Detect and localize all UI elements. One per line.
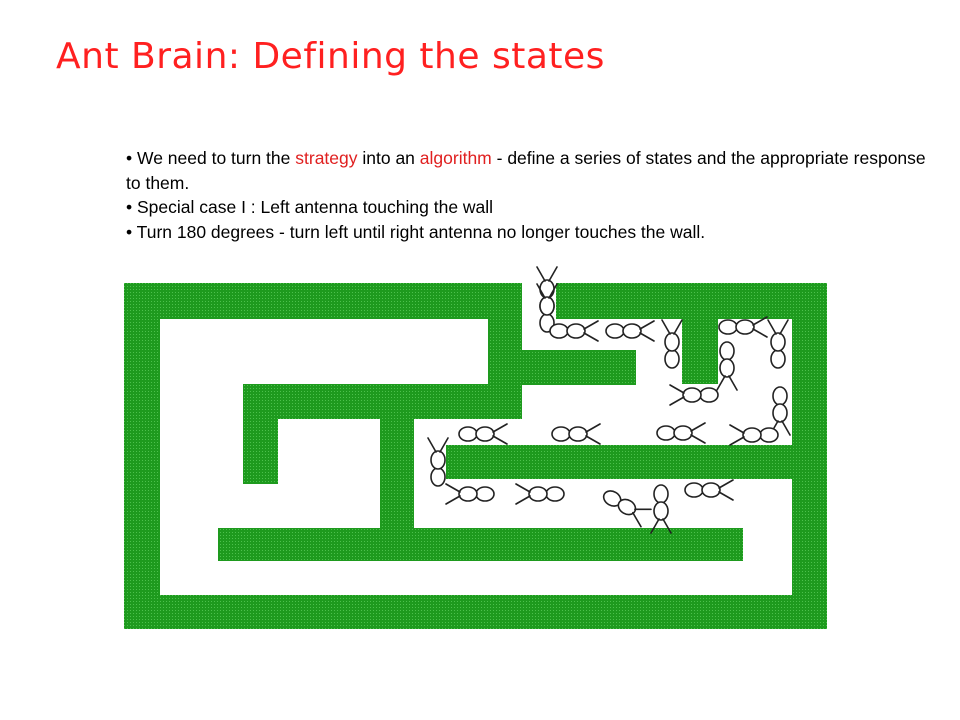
ant-icon xyxy=(729,424,779,446)
ant-icon xyxy=(661,319,683,369)
highlight-strategy: strategy xyxy=(295,148,358,168)
ant-path xyxy=(427,266,791,534)
ant-icon xyxy=(716,341,738,391)
bullet-text: • Turn 180 degrees - turn left until rig… xyxy=(126,221,706,242)
ant-icon xyxy=(551,423,601,445)
bullet-text: - define a series of states and the appr… xyxy=(126,148,926,193)
ant-icon xyxy=(769,386,791,436)
bullet-text: into an xyxy=(357,148,420,168)
bullet-list: • We need to turn the strategy into an a… xyxy=(126,146,926,244)
ant-icon xyxy=(605,320,655,342)
ant-icon xyxy=(427,437,449,487)
bullet-item: • Turn 180 degrees - turn left until rig… xyxy=(126,220,926,245)
slide-title: Ant Brain: Defining the states xyxy=(56,36,605,77)
bullet-item: • We need to turn the strategy into an a… xyxy=(126,146,926,195)
ant-icon xyxy=(515,483,565,505)
ant-icon xyxy=(650,484,672,534)
wall-horizontal-upper xyxy=(522,350,636,385)
wall-bottom-inner xyxy=(218,528,743,561)
wall-top-left xyxy=(124,283,522,319)
highlight-algorithm: algorithm xyxy=(419,148,492,168)
ant-icon xyxy=(718,316,768,338)
wall-left-outer xyxy=(124,283,160,629)
wall-horizontal-lower xyxy=(446,445,827,479)
ant-icon xyxy=(684,479,734,501)
wall-bottom-outer xyxy=(124,595,827,629)
wall-left-stub xyxy=(243,384,278,484)
ant-icon xyxy=(602,490,652,528)
bullet-text: • Special case I : Left antenna touching… xyxy=(126,197,494,217)
ant-icon xyxy=(549,320,599,342)
bullet-item: • Special case I : Left antenna touching… xyxy=(126,195,926,220)
wall-t-stem xyxy=(682,283,718,384)
bullet-text: • We need to turn the xyxy=(126,148,296,168)
ant-icon xyxy=(767,319,789,369)
maze-walls xyxy=(124,283,827,629)
ant-icon xyxy=(669,384,719,406)
ant-icon xyxy=(445,483,495,505)
ant-icon xyxy=(458,423,508,445)
ant-icon xyxy=(656,422,706,444)
